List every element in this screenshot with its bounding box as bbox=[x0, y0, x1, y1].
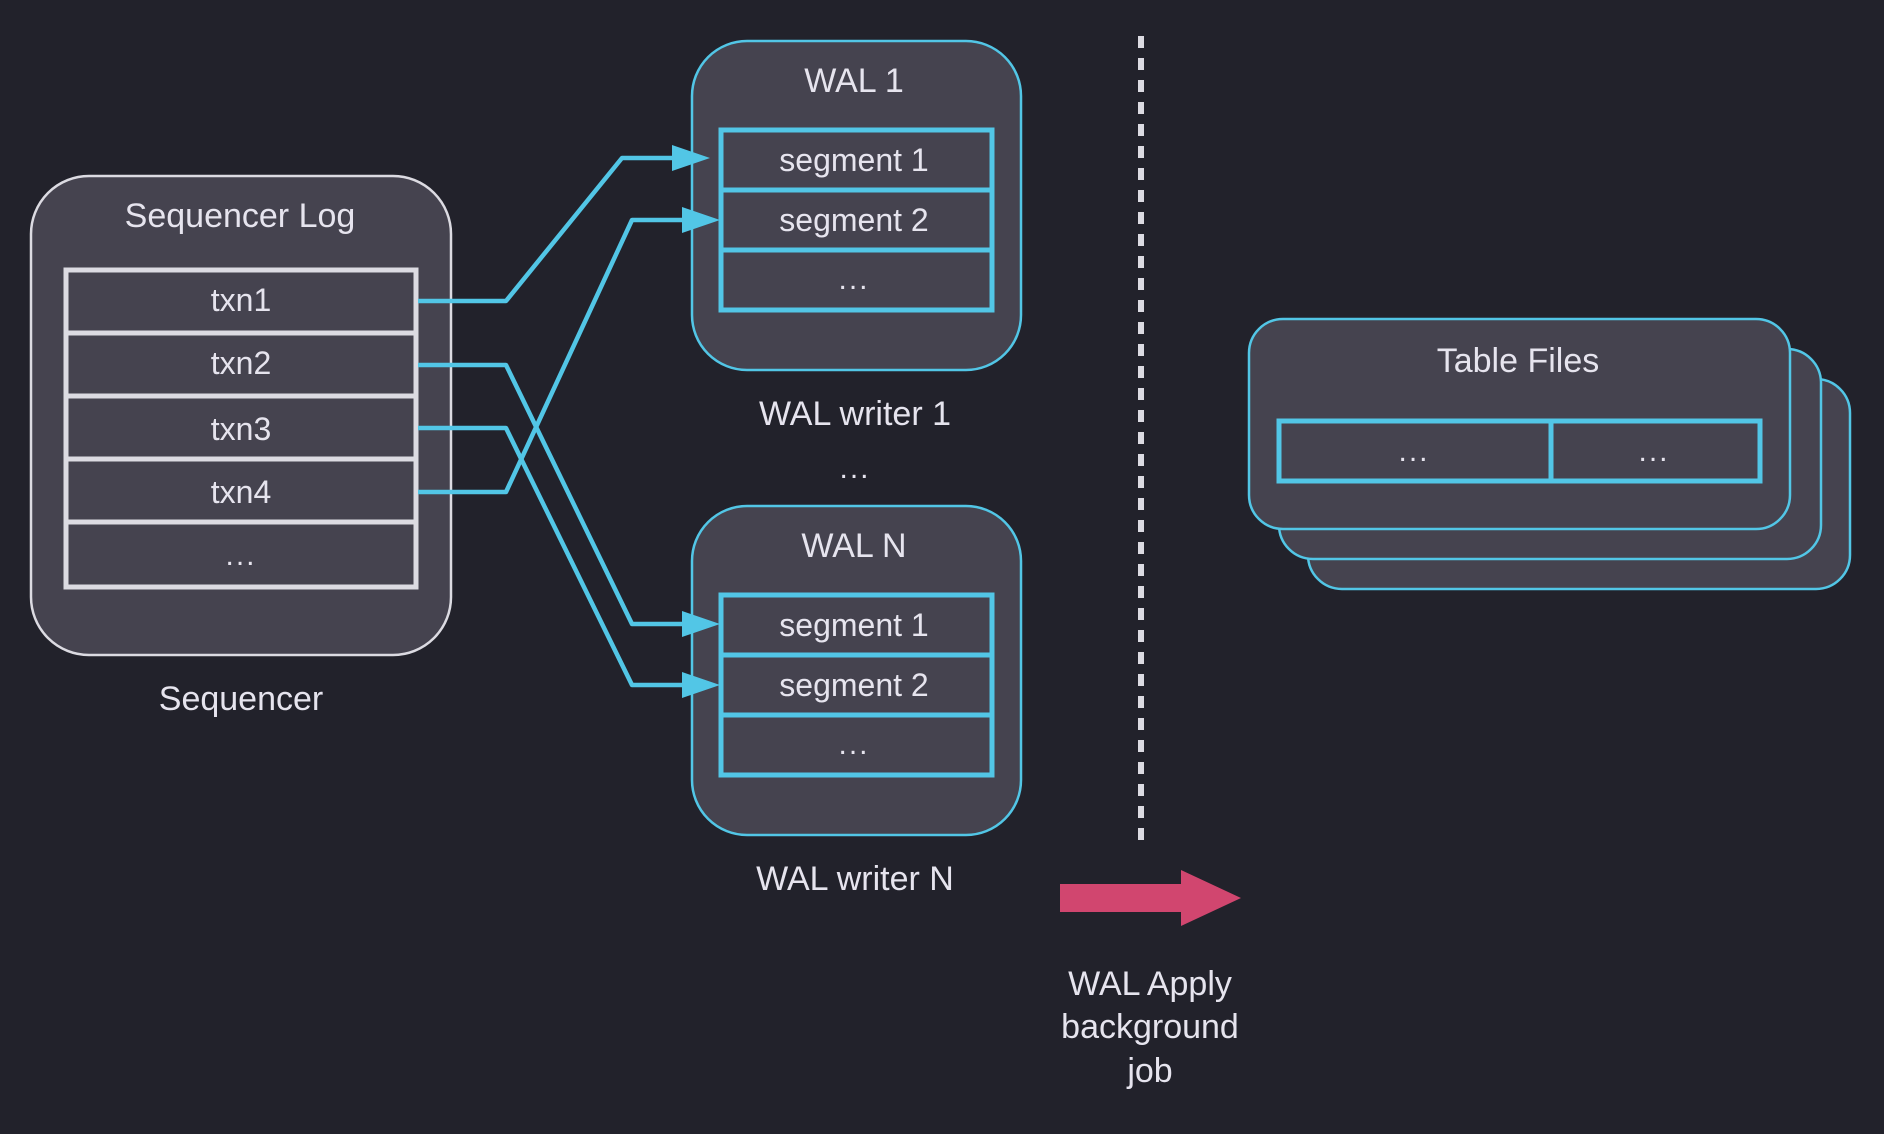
wal-writer-n-caption: WAL writer N bbox=[756, 860, 954, 898]
segment-row bbox=[718, 652, 995, 718]
txn-row bbox=[63, 330, 419, 399]
apply-job-label-line: job bbox=[1126, 1052, 1172, 1090]
wal-writer-1-caption: WAL writer 1 bbox=[759, 395, 951, 433]
segment-label: ... bbox=[838, 728, 869, 761]
txn-label: txn3 bbox=[211, 411, 271, 447]
connector-txn3-waln-seg2 bbox=[418, 425, 686, 688]
more-writers-ellipsis: ... bbox=[839, 452, 870, 485]
connector-txn1-wal1-seg1 bbox=[418, 155, 676, 304]
segment-row bbox=[718, 712, 995, 778]
apply-job-label-line: background bbox=[1061, 1008, 1239, 1046]
table-files-title: Table Files bbox=[1437, 342, 1600, 380]
txn-row bbox=[63, 393, 419, 462]
txn-label: ... bbox=[225, 539, 256, 572]
sequencer-node: Sequencer Log txn1 txn2 txn3 txn4 ... Se… bbox=[29, 174, 453, 718]
sequencer-log-table: txn1 txn2 txn3 txn4 ... bbox=[63, 267, 419, 590]
wal-n-title: WAL N bbox=[801, 527, 906, 565]
segment-row bbox=[718, 247, 995, 313]
segment-label: ... bbox=[838, 263, 869, 296]
connector-txn4-wal1-seg2 bbox=[418, 217, 686, 495]
sequencer-caption: Sequencer bbox=[159, 680, 323, 718]
sequencer-log-title: Sequencer Log bbox=[125, 197, 356, 235]
table-file-cell-label: ... bbox=[1638, 435, 1669, 468]
txn-label: txn1 bbox=[211, 282, 271, 318]
connector-txn2-waln-seg1 bbox=[418, 362, 686, 627]
segment-label: segment 1 bbox=[779, 607, 928, 643]
txn-label: txn4 bbox=[211, 474, 271, 510]
segment-label: segment 1 bbox=[779, 142, 928, 178]
table-file-cell bbox=[1548, 418, 1763, 484]
wal-n-node: WAL N segment 1 segment 2 ... WAL writer… bbox=[690, 504, 1023, 898]
connectors bbox=[418, 145, 720, 698]
wal-1-title: WAL 1 bbox=[804, 62, 904, 100]
segment-row bbox=[718, 187, 995, 253]
table-file-cell bbox=[1276, 418, 1554, 484]
arrowhead-icon bbox=[682, 672, 720, 698]
wal-1-node: WAL 1 segment 1 segment 2 ... WAL writer… bbox=[690, 39, 1023, 433]
apply-job-label-line: WAL Apply bbox=[1068, 965, 1232, 1003]
table-files-node: Table Files ... ... bbox=[1247, 317, 1852, 591]
table-file-cell-label: ... bbox=[1398, 435, 1429, 468]
segment-label: segment 2 bbox=[779, 202, 928, 238]
txn-label: txn2 bbox=[211, 345, 271, 381]
arrowhead-icon bbox=[682, 611, 720, 637]
segment-label: segment 2 bbox=[779, 667, 928, 703]
txn-row bbox=[63, 519, 419, 590]
apply-arrow-icon bbox=[1060, 870, 1241, 926]
arrowhead-icon bbox=[672, 145, 710, 171]
wal-apply-job: WAL Apply background job bbox=[1060, 870, 1241, 1090]
arrowhead-icon bbox=[682, 207, 720, 233]
